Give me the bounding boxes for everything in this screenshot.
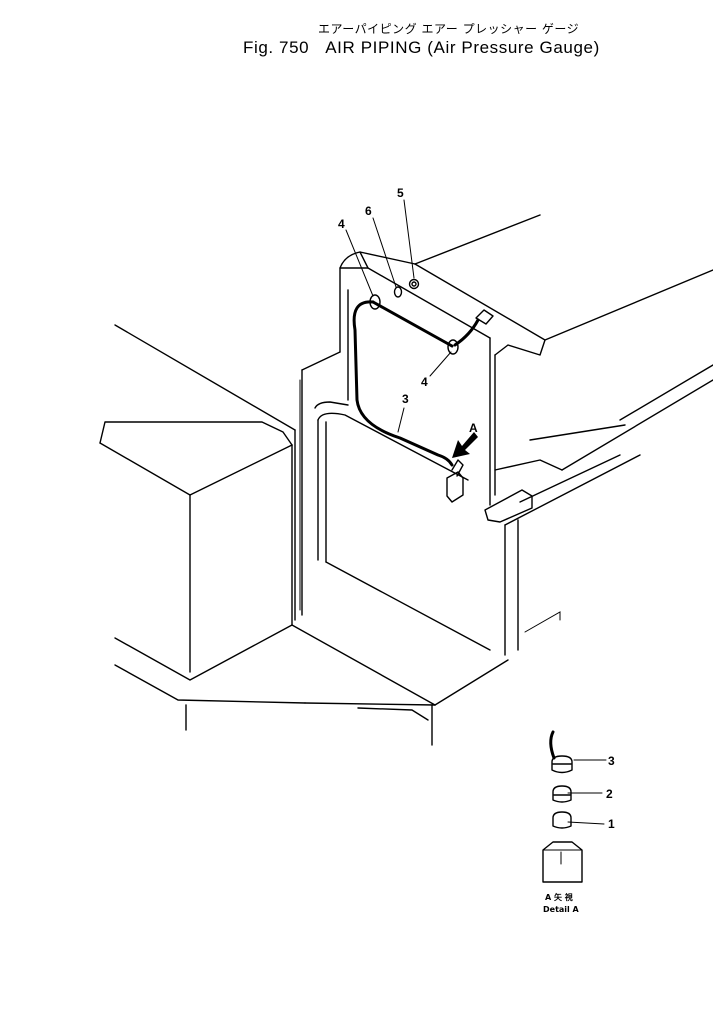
figure-title-japanese: エアーパイピング エアー プレッシャー ゲージ — [318, 22, 580, 36]
bulkhead-fitting — [475, 309, 494, 325]
view-label-a: A — [469, 421, 478, 435]
detail-callout-3: 3 — [608, 754, 615, 768]
detail-sensor-1 — [552, 811, 572, 829]
air-hose — [352, 300, 454, 467]
detail-adapter-2 — [552, 785, 572, 803]
console-frame — [291, 214, 713, 746]
callout-6: 6 — [365, 204, 372, 218]
nut-5 — [408, 278, 420, 290]
pressure-gauge-sensor — [446, 471, 464, 503]
figure-number: Fig. 750 — [243, 38, 310, 57]
callout-4-upper: 4 — [338, 217, 345, 231]
callout-leaders — [345, 199, 607, 825]
hose-clamp-upper — [369, 294, 381, 310]
detail-block — [542, 841, 583, 883]
detail-hose-end-3 — [551, 755, 573, 774]
left-body-outline — [99, 324, 306, 731]
view-arrow-a — [452, 432, 478, 458]
callout-3: 3 — [402, 392, 409, 406]
detail-callout-1: 1 — [608, 817, 615, 831]
figure-title-text: AIR PIPING (Air Pressure Gauge) — [325, 38, 600, 57]
detail-caption-en: Detail A — [543, 905, 580, 914]
detail-caption-jp: A 矢 視 — [545, 892, 573, 902]
callout-5: 5 — [397, 186, 404, 200]
air-pressure-hose-assembly — [352, 278, 494, 503]
figure-title-english: Fig. 750 AIR PIPING (Air Pressure Gauge) — [243, 38, 616, 58]
washer-6 — [393, 286, 403, 298]
detail-callout-2: 2 — [606, 787, 613, 801]
callout-4-lower: 4 — [421, 375, 428, 389]
hose-clamp-lower — [447, 339, 459, 355]
detail-a-view: 3 2 1 A 矢 視 Detail A — [542, 730, 615, 914]
